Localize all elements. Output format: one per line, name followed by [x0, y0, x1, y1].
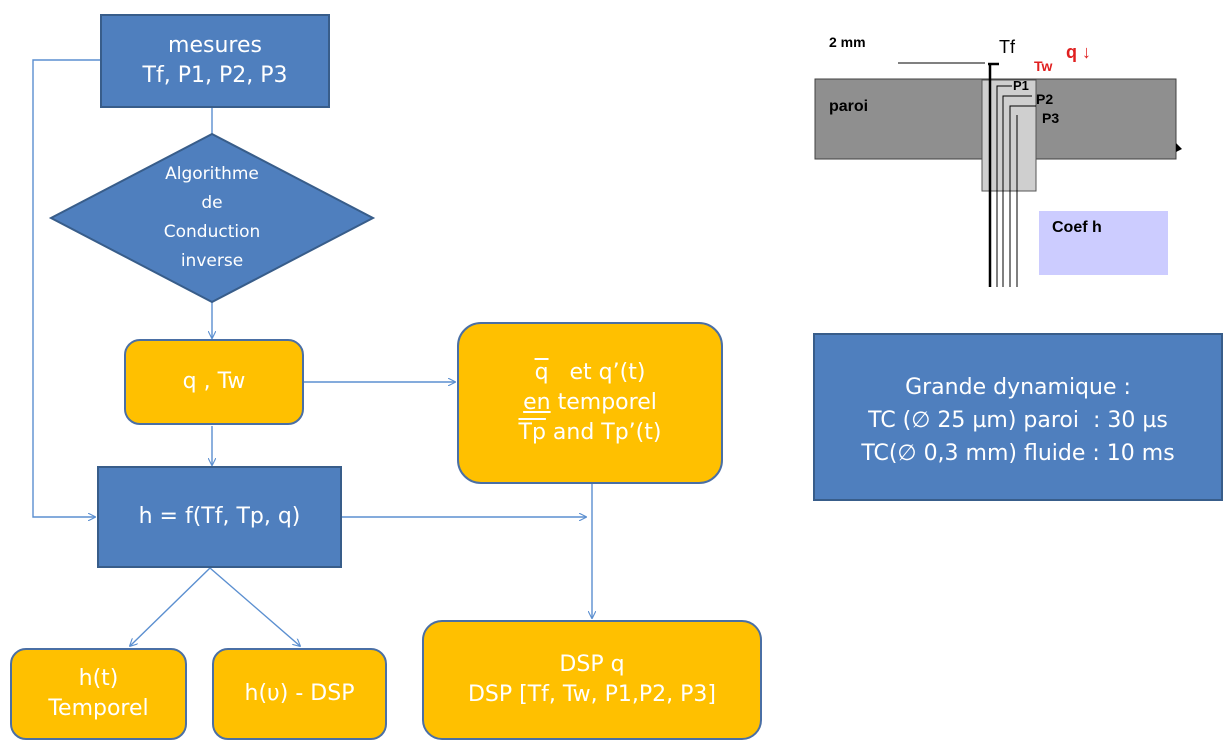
- dsp-q-line1: DSP q: [559, 652, 625, 677]
- q-bar: q: [534, 360, 549, 385]
- p1-wire: [996, 85, 1012, 287]
- mesures-values: Tf, P1, P2, P3: [142, 63, 288, 88]
- p3-wire: [1009, 105, 1036, 287]
- dsp-q-line2: DSP [Tf, Tw, P1,P2, P3]: [467, 682, 717, 707]
- algorithme-diamond: [48, 132, 376, 304]
- wall-edge-mark: [1176, 143, 1182, 152]
- algorithme-line: inverse: [180, 251, 244, 271]
- arrow-h-to-htemporel: [130, 567, 211, 646]
- h-temporel-line2: Temporel: [48, 696, 149, 721]
- p2-label: P2: [1036, 91, 1054, 107]
- q-moyen-line2-rest: temporel: [550, 390, 657, 415]
- q-tw-label: q , Tw: [182, 369, 246, 394]
- q-tw-box: q , Tw: [124, 339, 304, 425]
- q-flux-label: q ↓: [1066, 42, 1091, 62]
- p1-label: P1: [1013, 78, 1029, 93]
- tc-fluide-line: TC(∅ 0,3 mm) fluide : 10 ms: [861, 440, 1175, 466]
- q-moyen-line1: q et q’(t): [535, 358, 646, 388]
- p2-wire: [1002, 95, 1032, 287]
- h-formula-label: h = f(Tf, Tp, q): [138, 504, 301, 529]
- arrow-feedback-to-h: [32, 59, 100, 517]
- mesures-label: mesures: [168, 33, 262, 58]
- algorithme-line: Conduction: [163, 222, 261, 242]
- p3-label: P3: [1042, 110, 1060, 126]
- q-moyen-line3: Tp and Tp’(t): [519, 418, 662, 448]
- h-temporel-line1: h(t): [78, 666, 119, 691]
- probe-schematic: [814, 62, 1182, 287]
- scale-label: 2 mm: [829, 34, 866, 50]
- algorithme-label: Algorithme de Conduction inverse: [110, 158, 314, 278]
- tc-paroi-line: TC (∅ 25 µm) paroi : 30 µs: [868, 407, 1168, 433]
- grande-dynamique-title: Grande dynamique :: [905, 374, 1131, 400]
- h-formula-box: h = f(Tf, Tp, q): [97, 466, 342, 568]
- algorithme-line: Algorithme: [165, 164, 259, 184]
- mesures-box: mesures Tf, P1, P2, P3: [100, 14, 330, 108]
- grande-dynamique-box: Grande dynamique : TC (∅ 25 µm) paroi : …: [813, 333, 1223, 501]
- q-moyen-line3-rest: and Tp’(t): [545, 420, 662, 445]
- tf-label: Tf: [999, 37, 1015, 57]
- h-temporel-box: h(t) Temporel: [10, 648, 187, 740]
- q-moyen-box: q et q’(t) en temporel Tp and Tp’(t): [457, 322, 723, 484]
- coef-h-box: [1039, 211, 1168, 275]
- q-moyen-en: en: [523, 390, 551, 415]
- tp-bar: Tp: [518, 420, 546, 445]
- arrow-h-to-hdsp: [209, 567, 300, 646]
- h-dsp-box: h(υ) - DSP: [212, 648, 387, 740]
- dsp-q-box: DSP q DSP [Tf, Tw, P1,P2, P3]: [422, 620, 762, 740]
- q-moyen-line2: en temporel: [523, 388, 657, 418]
- algorithme-line: de: [201, 193, 223, 213]
- h-dsp-label: h(υ) - DSP: [244, 681, 355, 706]
- tw-label: Tw: [1034, 58, 1053, 74]
- paroi-label: paroi: [829, 98, 869, 115]
- coef-h-label: Coef h: [1052, 219, 1102, 236]
- q-moyen-line1-rest: et q’(t): [548, 360, 646, 385]
